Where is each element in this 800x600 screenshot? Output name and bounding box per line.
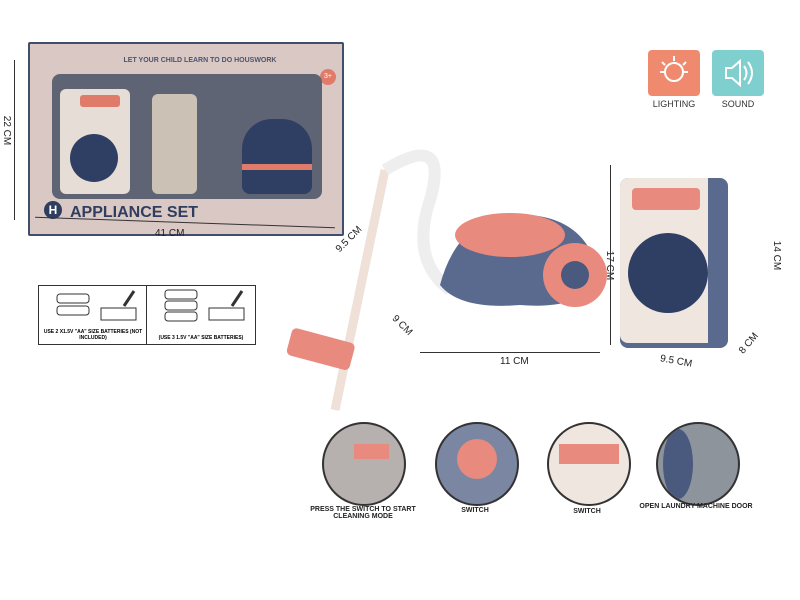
caption: SWITCH xyxy=(461,507,489,514)
brand-badge: H xyxy=(44,201,62,219)
battery-text: USE 2 X1.5V "AA" SIZE BATTERIES (NOT INC… xyxy=(43,329,143,341)
caption: SWITCH xyxy=(573,508,601,515)
package-window xyxy=(52,74,322,199)
washer-depth: 8 CM xyxy=(737,330,761,357)
package-slogan: LET YOUR CHILD LEARN TO DO HOUSWORK xyxy=(123,57,277,64)
package-box: LET YOUR CHILD LEARN TO DO HOUSWORK 3+ H… xyxy=(28,42,344,236)
age-badge: 3+ xyxy=(320,69,336,85)
mini-vacuum-toy xyxy=(242,119,312,194)
washer-height: 14 CM xyxy=(771,240,783,271)
caption: OPEN LAUNDRY MACHINE DOOR xyxy=(639,503,753,510)
detail-vacuum-switch xyxy=(435,422,519,506)
washer-toy xyxy=(60,89,130,194)
battery-diagram-3aa: (USE 3 1.5V "AA" SIZE BATTERIES) xyxy=(146,285,256,345)
detail-washer-switch xyxy=(547,422,631,506)
caption: PRESS THE SWITCH TO START CLEANING MODE xyxy=(310,506,416,520)
package-title: APPLIANCE SET xyxy=(70,204,199,221)
lighting-label: LIGHTING xyxy=(652,99,696,109)
sound-icon xyxy=(712,50,764,96)
package-width: 41 CM xyxy=(155,228,185,239)
lighting-icon xyxy=(648,50,700,96)
sound-label: SOUND xyxy=(721,99,755,109)
vacuum-cleaner xyxy=(286,149,607,411)
detail-cleaning-mode xyxy=(322,422,406,506)
battery-text: (USE 3 1.5V "AA" SIZE BATTERIES) xyxy=(158,335,244,341)
package-height: 22 CM xyxy=(1,115,13,146)
battery-diagram-2aa: USE 2 X1.5V "AA" SIZE BATTERIES (NOT INC… xyxy=(38,285,148,345)
washing-machine xyxy=(620,178,728,348)
iron-toy xyxy=(152,94,197,194)
detail-washer-door xyxy=(656,422,740,506)
vacuum-width: 11 CM xyxy=(500,356,529,367)
washer-width: 9.5 CM xyxy=(659,353,693,370)
